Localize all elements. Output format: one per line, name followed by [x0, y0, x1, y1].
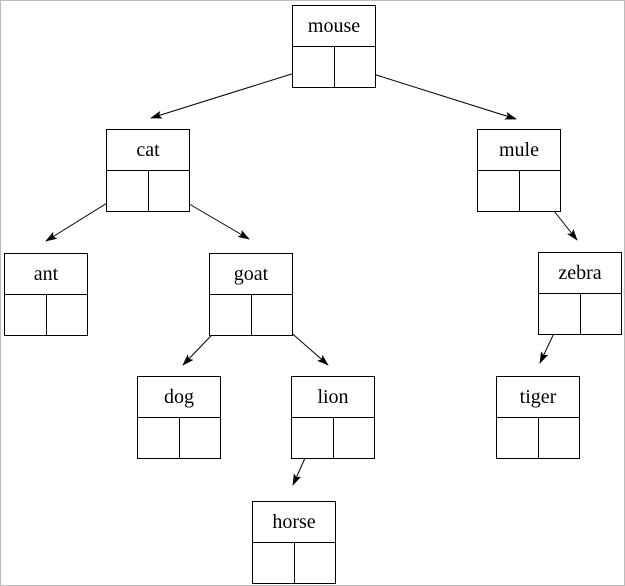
- left-pointer-cell-dog: [138, 418, 179, 458]
- right-pointer-cell-mouse: [333, 47, 376, 87]
- left-pointer-cell-lion: [292, 418, 333, 458]
- pointer-cells-dog: [138, 418, 220, 458]
- left-pointer-cell-zebra: [539, 294, 580, 334]
- pointer-cells-mule: [478, 171, 560, 211]
- node-label-tiger: tiger: [497, 377, 579, 418]
- tree-node-lion: lion: [291, 376, 375, 459]
- right-pointer-cell-tiger: [537, 418, 580, 458]
- right-pointer-cell-lion: [332, 418, 375, 458]
- right-pointer-cell-mule: [518, 171, 561, 211]
- pointer-cells-zebra: [539, 294, 621, 334]
- left-pointer-cell-cat: [107, 171, 148, 211]
- node-label-horse: horse: [253, 502, 335, 543]
- node-label-lion: lion: [292, 377, 374, 418]
- right-pointer-cell-goat: [250, 295, 293, 335]
- tree-node-tiger: tiger: [496, 376, 580, 459]
- pointer-cells-ant: [5, 295, 87, 335]
- node-label-cat: cat: [107, 130, 189, 171]
- tree-node-mule: mule: [477, 129, 561, 212]
- pointer-cells-goat: [210, 295, 292, 335]
- node-label-dog: dog: [138, 377, 220, 418]
- node-label-zebra: zebra: [539, 253, 621, 294]
- right-pointer-cell-cat: [147, 171, 190, 211]
- left-pointer-cell-mouse: [293, 47, 334, 87]
- left-pointer-cell-goat: [210, 295, 251, 335]
- tree-node-dog: dog: [137, 376, 221, 459]
- tree-node-ant: ant: [4, 253, 88, 336]
- edge-mouse-mule: [353, 67, 517, 120]
- left-pointer-cell-tiger: [497, 418, 538, 458]
- tree-node-cat: cat: [106, 129, 190, 212]
- node-label-ant: ant: [5, 254, 87, 295]
- pointer-cells-cat: [107, 171, 189, 211]
- node-label-goat: goat: [210, 254, 292, 295]
- right-pointer-cell-horse: [293, 543, 336, 583]
- left-pointer-cell-mule: [478, 171, 519, 211]
- tree-node-horse: horse: [252, 501, 336, 584]
- node-label-mouse: mouse: [293, 6, 375, 47]
- pointer-cells-tiger: [497, 418, 579, 458]
- edge-mouse-cat: [150, 66, 315, 119]
- left-pointer-cell-ant: [5, 295, 46, 335]
- right-pointer-cell-zebra: [579, 294, 622, 334]
- node-label-mule: mule: [478, 130, 560, 171]
- tree-node-mouse: mouse: [292, 5, 376, 88]
- pointer-cells-mouse: [293, 47, 375, 87]
- right-pointer-cell-ant: [45, 295, 88, 335]
- tree-node-zebra: zebra: [538, 252, 622, 335]
- pointer-cells-horse: [253, 543, 335, 583]
- left-pointer-cell-horse: [253, 543, 294, 583]
- right-pointer-cell-dog: [178, 418, 221, 458]
- pointer-cells-lion: [292, 418, 374, 458]
- tree-node-goat: goat: [209, 253, 293, 336]
